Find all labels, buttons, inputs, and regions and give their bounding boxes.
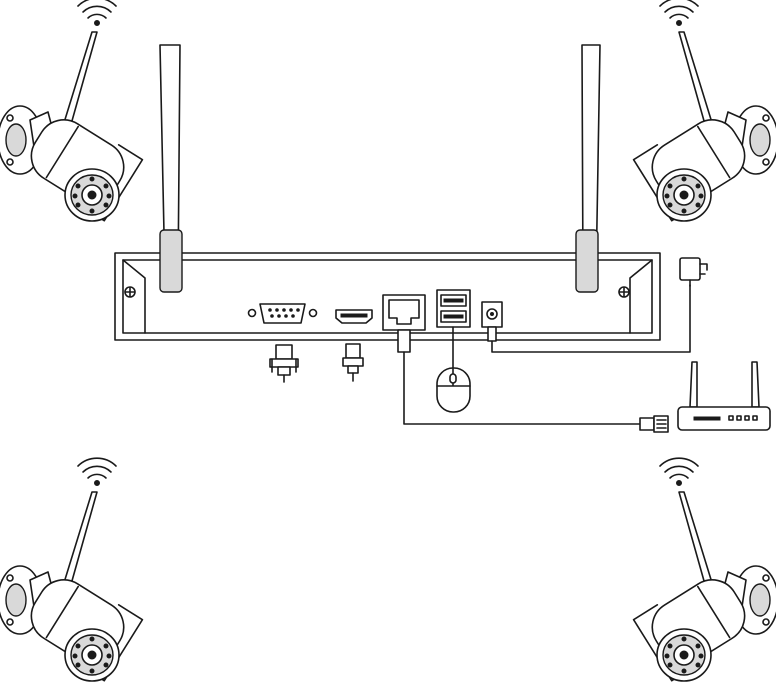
- usb-port: [437, 290, 470, 327]
- antenna-icon: [752, 362, 759, 407]
- vga-plug: [270, 345, 298, 382]
- dc-power-port: [482, 302, 502, 327]
- lan-port: [383, 295, 425, 330]
- hdmi-plug: [343, 344, 363, 381]
- screw-icon: [125, 287, 135, 297]
- hdmi-port: [336, 310, 372, 323]
- antenna-icon: [690, 362, 697, 407]
- screw-icon: [619, 287, 629, 297]
- wireless-camera-top-left: [0, 0, 142, 221]
- router: [678, 362, 770, 430]
- nvr: [115, 45, 660, 340]
- wireless-camera-bottom-left: [0, 458, 142, 681]
- wireless-camera-bottom-right: [634, 458, 776, 681]
- power-adapter: [680, 258, 707, 286]
- rj45-plug: [640, 416, 668, 432]
- wireless-camera-top-right: [634, 0, 776, 221]
- lan-cable: [398, 330, 640, 424]
